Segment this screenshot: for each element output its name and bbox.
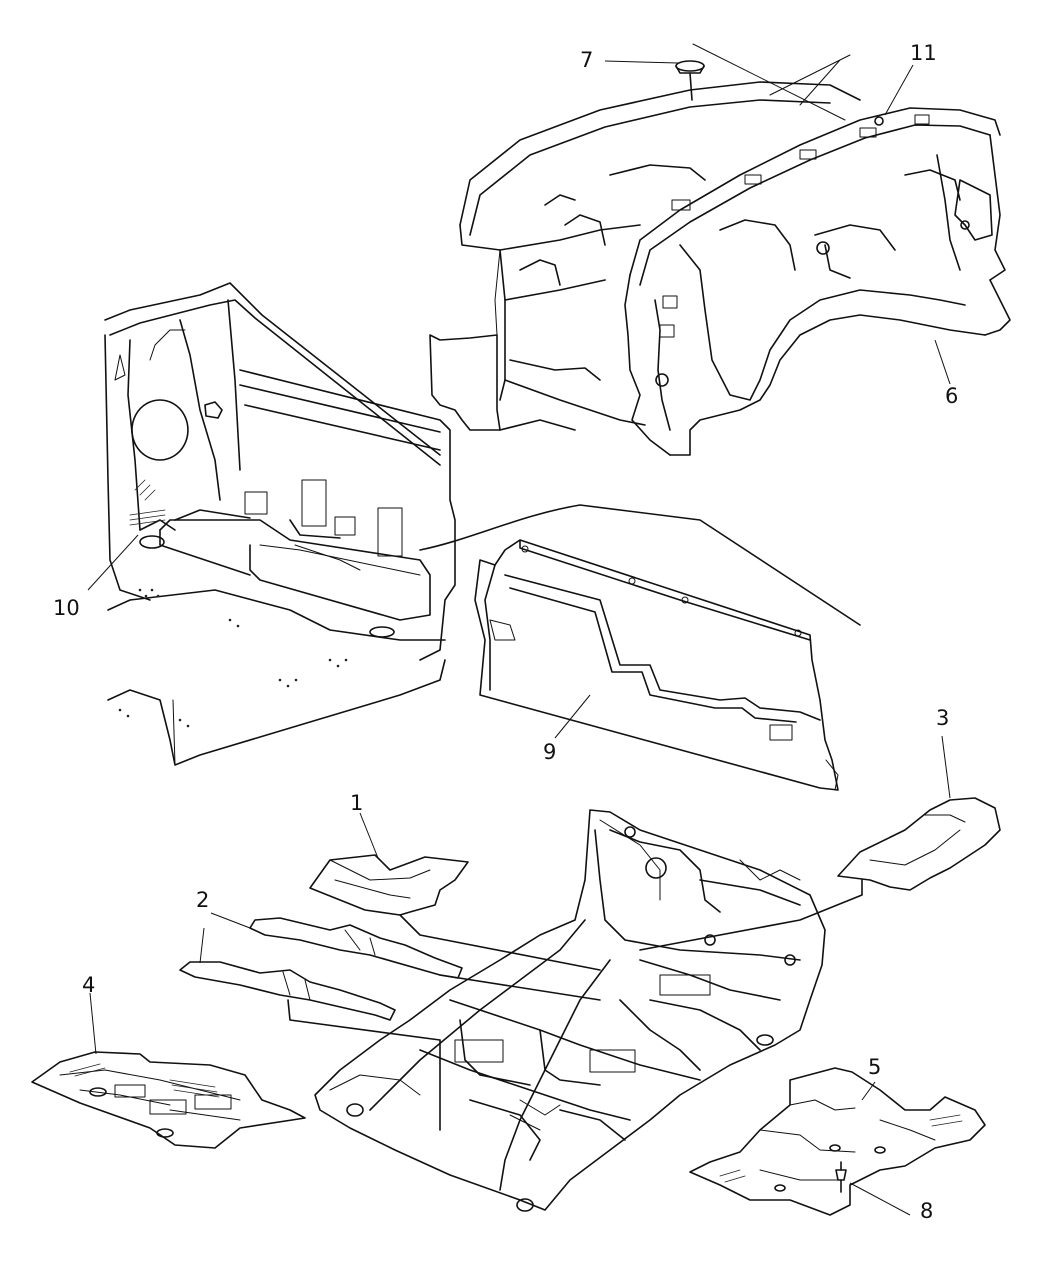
fastener-part-11 xyxy=(874,116,884,126)
callout-9: 9 xyxy=(543,740,557,764)
callout-11: 11 xyxy=(910,41,937,65)
callout-4: 4 xyxy=(82,973,96,997)
callout-3: 3 xyxy=(936,706,950,730)
callout-10: 10 xyxy=(53,596,80,620)
callout-8: 8 xyxy=(920,1199,934,1223)
callout-2: 2 xyxy=(196,888,210,912)
mat-rib-pattern xyxy=(69,1063,220,1098)
leader-lines xyxy=(87,60,951,1216)
cab-floor-speckle xyxy=(118,588,348,728)
callout-1: 1 xyxy=(350,791,364,815)
front-floor-mat-part-5 xyxy=(689,1067,986,1216)
dash-panel-part-6 xyxy=(429,54,1011,456)
cab-interior-view xyxy=(104,282,861,766)
callout-6: 6 xyxy=(945,384,959,408)
pad-part-1 xyxy=(309,854,601,971)
tunnel-pad-part-3 xyxy=(639,797,1001,951)
plug-part-7 xyxy=(675,43,846,121)
callout-7: 7 xyxy=(580,48,594,72)
floor-pan-assembly xyxy=(314,809,826,1212)
callout-5: 5 xyxy=(868,1055,882,1079)
strip-lower-part-2 xyxy=(179,961,441,1041)
front-mat-rib-pattern xyxy=(719,1114,963,1183)
rear-panel-silencer-part-9 xyxy=(474,539,839,791)
clip-part-8 xyxy=(835,1161,847,1193)
cab-floor-texture xyxy=(129,479,166,526)
rear-floor-mat-part-4 xyxy=(31,1051,306,1149)
